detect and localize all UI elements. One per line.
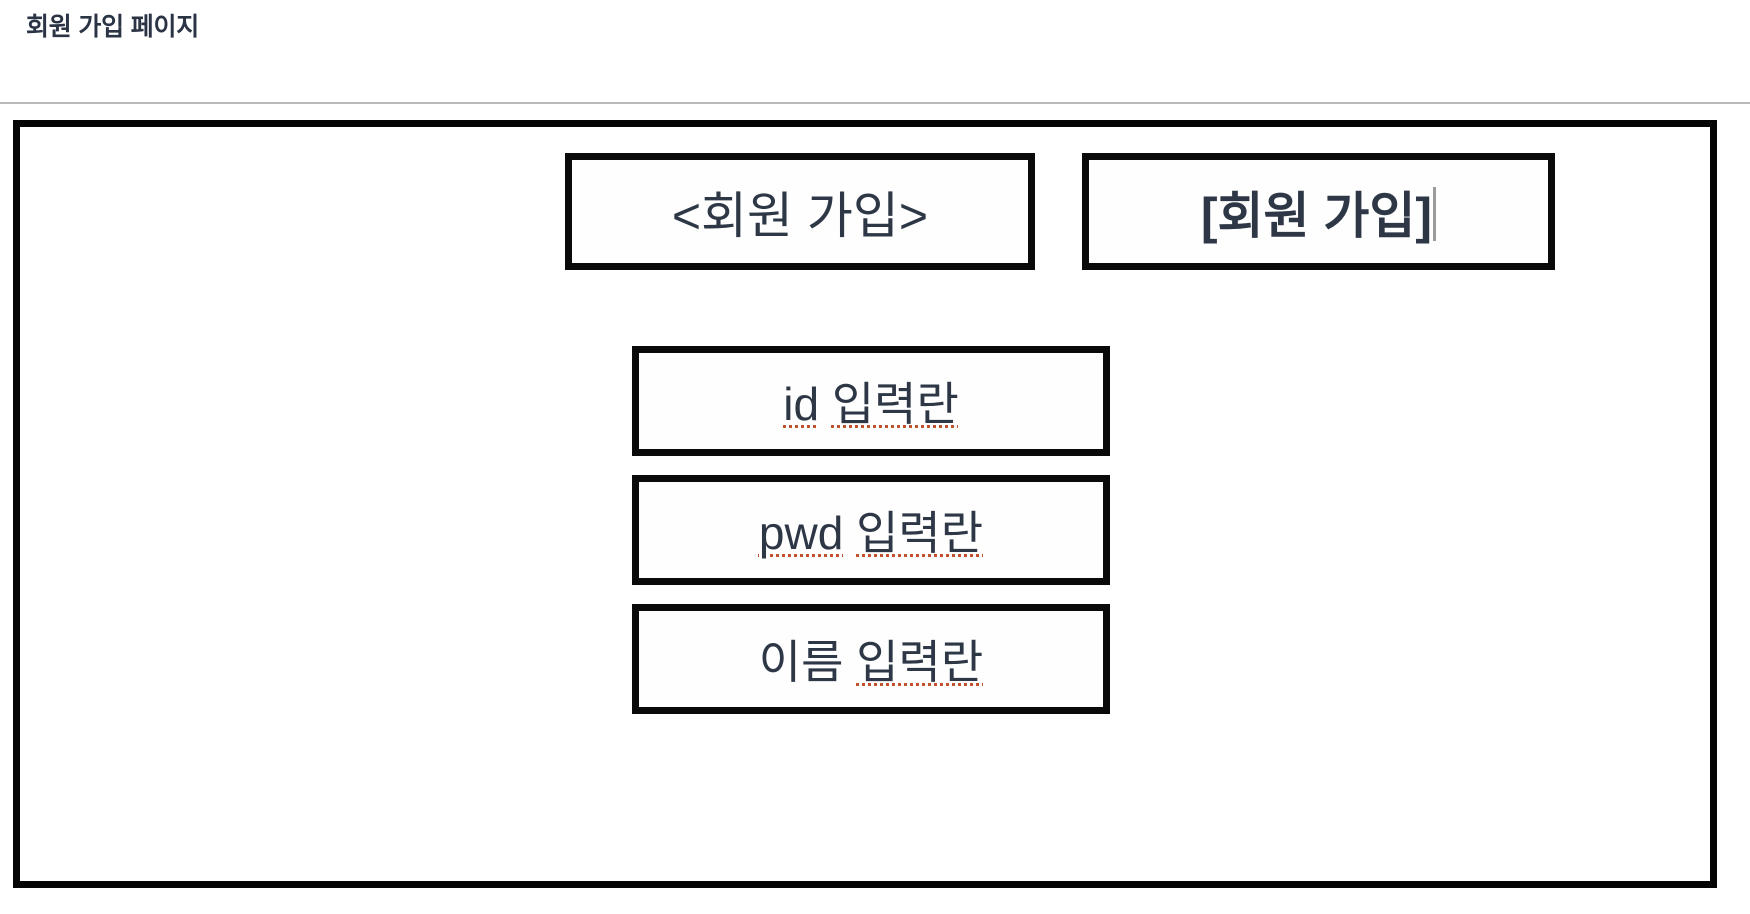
pwd-input-label: pwd 입력란 bbox=[759, 497, 983, 563]
id-input-label-part-1: id bbox=[783, 378, 820, 430]
pwd-input-label-space bbox=[843, 507, 856, 559]
name-input-box[interactable]: 이름 입력란 bbox=[632, 604, 1110, 714]
header-divider bbox=[0, 102, 1750, 104]
id-input-box[interactable]: id 입력란 bbox=[632, 346, 1110, 456]
signup-title-bracket-box[interactable]: [회원 가입] bbox=[1082, 153, 1555, 270]
pwd-input-box[interactable]: pwd 입력란 bbox=[632, 475, 1110, 585]
signup-title-angle-text: <회원 가입> bbox=[671, 187, 929, 244]
signup-form-container: <회원 가입> [회원 가입] id 입력란 pwd 입력란 이름 입력란 bbox=[13, 120, 1717, 888]
page-title: 회원 가입 페이지 bbox=[26, 13, 200, 41]
text-caret bbox=[1433, 186, 1437, 241]
name-input-label: 이름 입력란 bbox=[759, 626, 983, 692]
id-input-label: id 입력란 bbox=[783, 368, 959, 434]
name-input-label-part-2: 입력란 bbox=[856, 636, 984, 688]
signup-title-bracket-text: [회원 가입] bbox=[1200, 187, 1433, 244]
signup-title-angle-box[interactable]: <회원 가입> bbox=[565, 153, 1035, 270]
pwd-input-label-part-1: pwd bbox=[758, 507, 844, 559]
pwd-input-label-part-2: 입력란 bbox=[856, 507, 984, 559]
id-input-label-part-2: 입력란 bbox=[831, 378, 959, 430]
id-input-label-space bbox=[819, 378, 832, 430]
name-input-label-part-1: 이름 bbox=[758, 636, 857, 688]
